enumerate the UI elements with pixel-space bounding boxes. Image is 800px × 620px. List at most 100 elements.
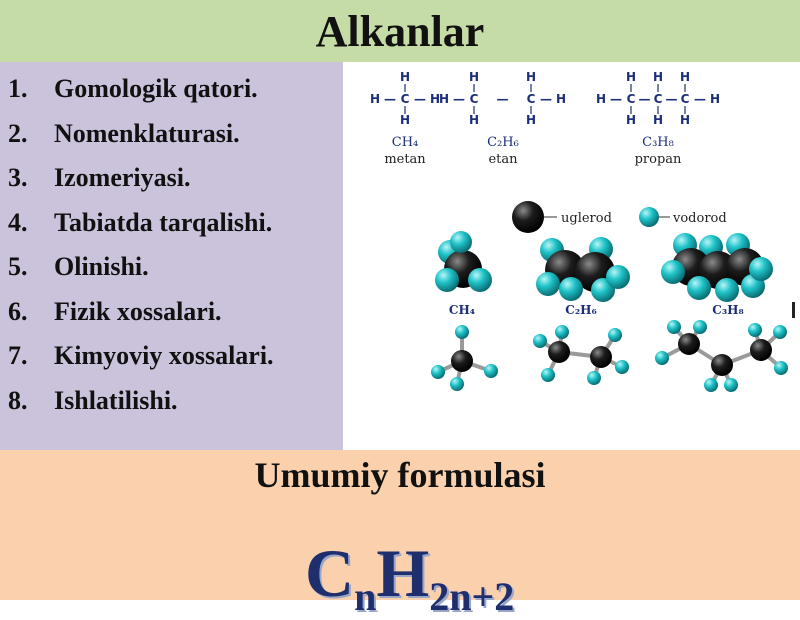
hydrogen-atom (450, 377, 464, 391)
atom-h: H (439, 92, 449, 106)
atom-c: C (401, 92, 410, 106)
list-text: Nomenklaturasi. (54, 118, 240, 148)
list-item: 7. Kimyoviy xossalari. (8, 334, 274, 379)
model-label: C₂H₆ (565, 303, 596, 317)
hydrogen-atom (587, 371, 601, 385)
hydrogen-atom (608, 328, 622, 342)
formula-sub: 2n+2 (429, 574, 515, 619)
atom-h: H (626, 70, 636, 84)
list-text: Izomeriyasi. (54, 163, 191, 193)
hydrogen-atom (455, 325, 469, 339)
hydrogen-atom (704, 378, 718, 392)
list-item: 3.Izomeriyasi. (8, 156, 274, 201)
hydrogen-atom (667, 320, 681, 334)
atom-h: H (430, 92, 440, 106)
space-filling-models (435, 231, 773, 302)
list-number: 5. (8, 252, 28, 282)
atom-h: H (653, 113, 663, 127)
structure-formula: C₃H₈ (642, 135, 674, 150)
title-bar: Alkanlar (0, 0, 800, 62)
hydrogen-atom (661, 260, 685, 284)
atom-h: H (469, 113, 479, 127)
list-number: 7. (8, 341, 28, 371)
structure-formula: CH₄ (392, 135, 419, 150)
atom-h: H (556, 92, 566, 106)
carbon-atom (711, 354, 733, 376)
hydrogen-atom (715, 278, 739, 302)
structure-formula: C₂H₆ (487, 135, 519, 150)
list-text: Olinishi. (54, 252, 149, 282)
list-item: 8.Ishlatilishi. (8, 379, 274, 424)
hydrogen-atom (450, 231, 472, 253)
atom-c: C (627, 92, 636, 106)
hydrogen-atom (693, 320, 707, 334)
hydrogen-atom-legend (639, 207, 659, 227)
formula-n: n (354, 574, 377, 619)
formula-heading: Umumiy formulasi (254, 455, 546, 495)
bond-dash: — (414, 92, 426, 106)
bond-dash: — (639, 92, 651, 106)
list-item: 4. Tabiatda tarqalishi. (8, 201, 274, 246)
list-text: Fizik xossalari. (54, 296, 222, 326)
carbon-atom (750, 339, 772, 361)
atom-h: H (680, 70, 690, 84)
hydrogen-atom (687, 276, 711, 300)
atom-h: H (469, 70, 479, 84)
slide-title: Alkanlar (315, 6, 485, 56)
structure-name: propan (635, 152, 682, 167)
legend-hydrogen-label: vodorod (672, 211, 727, 226)
hydrogen-atom (541, 368, 555, 382)
atom-c: C (681, 92, 690, 106)
structural-formulas: H—HCH—HCH₄metanH—HCH—HCH—HC₂H₆etanH—HCH—… (370, 70, 720, 167)
atom-h: H (400, 70, 410, 84)
hydrogen-atom (606, 265, 630, 289)
molecule-diagram: H—HCH—HCH₄metanH—HCH—HCH—HC₂H₆etanH—HCH—… (370, 70, 795, 392)
hydrogen-atom (615, 360, 629, 374)
atom-h: H (400, 113, 410, 127)
structure-name: etan (488, 152, 518, 167)
hydrogen-atom (655, 351, 669, 365)
bond-dash: — (497, 92, 509, 106)
structure-name: metan (384, 152, 426, 167)
atom-h: H (370, 92, 380, 106)
edge-mark (792, 302, 795, 318)
hydrogen-atom (724, 378, 738, 392)
carbon-atom (678, 333, 700, 355)
hydrogen-atom (533, 334, 547, 348)
carbon-atom-legend (512, 201, 544, 233)
atom-h: H (526, 113, 536, 127)
hydrogen-atom (555, 325, 569, 339)
hydrogen-atom (435, 268, 459, 292)
bond-dash: — (610, 92, 622, 106)
list-item: 5. Olinishi. (8, 245, 274, 290)
formula-panel: Umumiy formulasi CnH2n+2 (0, 450, 800, 619)
list-item: 2.Nomenklaturasi. (8, 112, 274, 157)
hydrogen-atom (773, 325, 787, 339)
list-item: 6. Fizik xossalari. (8, 290, 274, 335)
hydrogen-atom (748, 323, 762, 337)
atom-c: C (527, 92, 536, 106)
carbon-atom (548, 341, 570, 363)
list-number: 6. (8, 296, 28, 326)
atom-h: H (653, 70, 663, 84)
atom-h: H (596, 92, 606, 106)
bond-dash: — (666, 92, 678, 106)
hydrogen-atom (536, 272, 560, 296)
hydrogen-atom (431, 365, 445, 379)
list-number: 4. (8, 207, 28, 237)
model-label: CH₄ (449, 303, 475, 317)
atom-h: H (710, 92, 720, 106)
hydrogen-atom (774, 361, 788, 375)
list-number: 8. (8, 385, 28, 415)
list-item: 1.Gomologik qatori. (8, 67, 274, 112)
bond-dash: — (694, 92, 706, 106)
list-text: Kimyoviy xossalari. (54, 341, 274, 371)
carbon-atom (590, 346, 612, 368)
list-text: Tabiatda tarqalishi. (54, 207, 273, 237)
carbon-atom (451, 350, 473, 372)
atom-h: H (626, 113, 636, 127)
bond-dash: — (453, 92, 465, 106)
